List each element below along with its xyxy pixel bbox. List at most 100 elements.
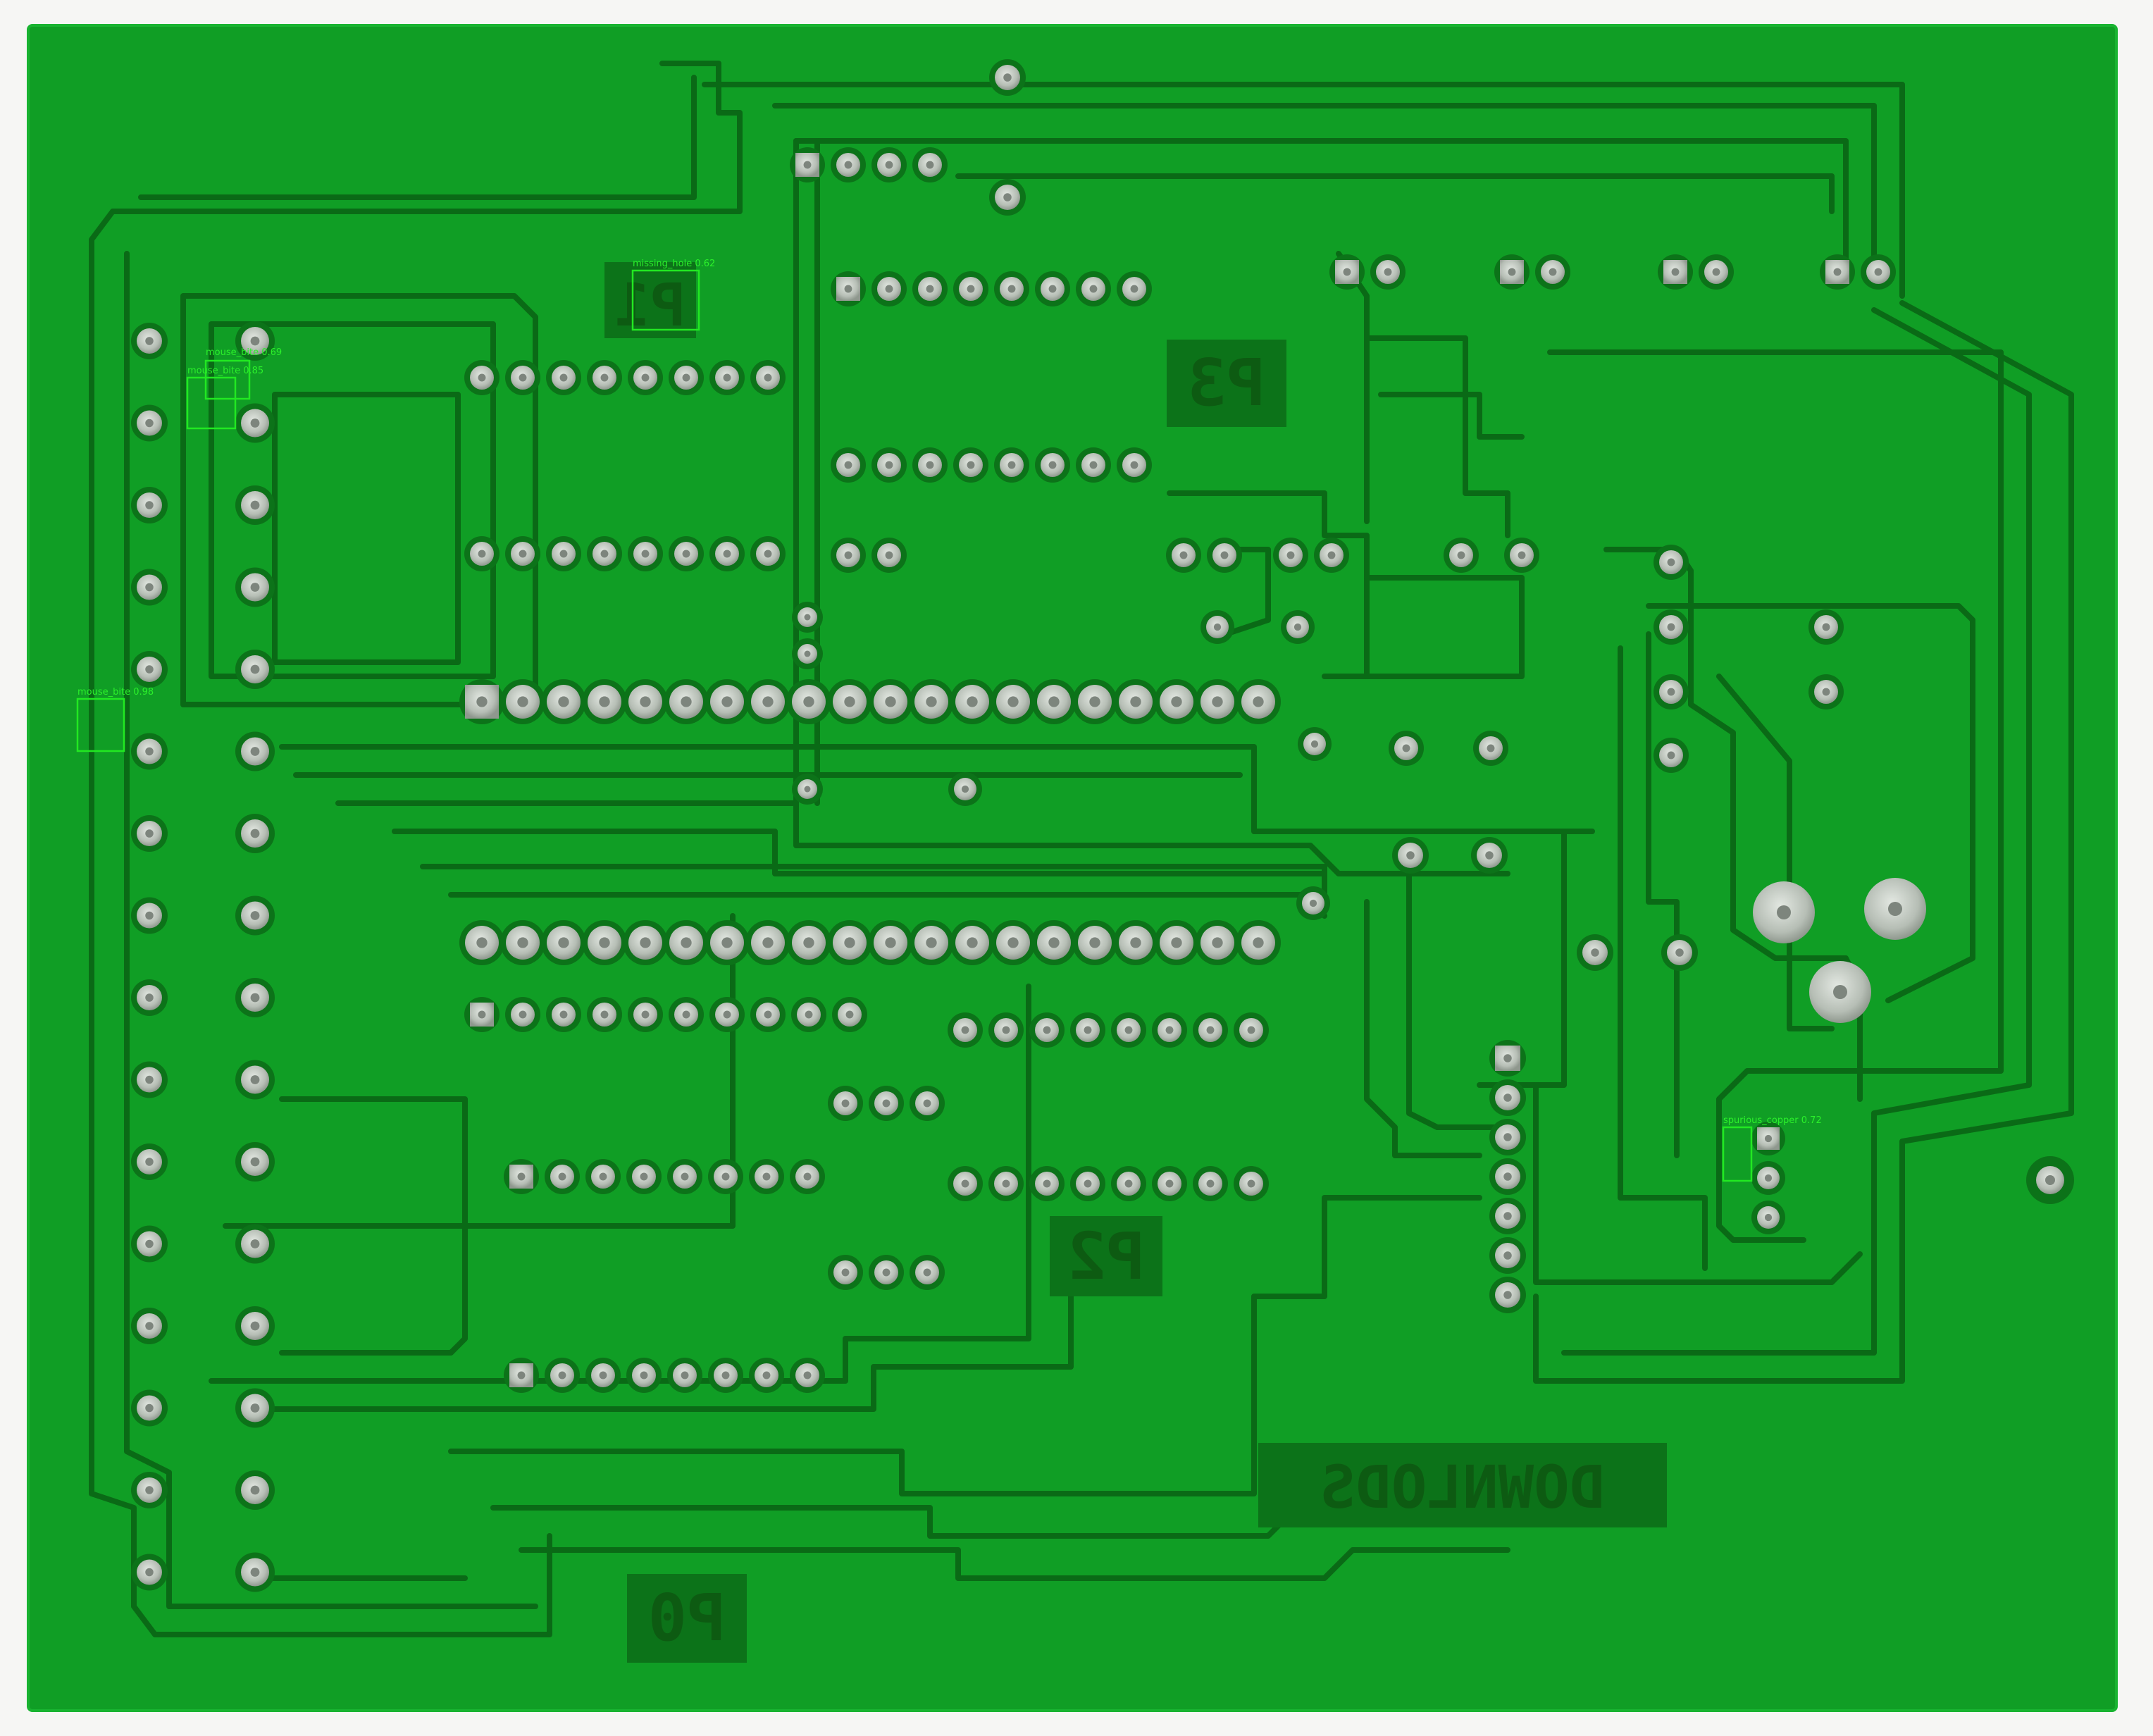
detection-label: mouse_bite 0.98 [77, 687, 154, 698]
solder-pad [994, 271, 1029, 306]
solder-pad [1152, 1166, 1187, 1201]
solder-pad [235, 485, 275, 525]
solder-pad [790, 1159, 825, 1194]
solder-pad [786, 679, 831, 724]
solder-pad [828, 1255, 863, 1290]
solder-pad [1273, 538, 1308, 573]
solder-pad [626, 1159, 662, 1194]
detection-label: mouse_bite 0.69 [206, 347, 282, 358]
solder-pad [1035, 447, 1070, 483]
solder-pad [131, 733, 168, 770]
solder-pad [628, 360, 663, 395]
solder-pad [909, 679, 954, 724]
solder-pad [831, 271, 866, 306]
solder-pad [587, 997, 622, 1032]
solder-pad [1504, 538, 1539, 573]
solder-pad [948, 1012, 983, 1048]
solder-pad [792, 638, 823, 669]
solder-pad [235, 1552, 275, 1592]
solder-pad [791, 997, 826, 1032]
solder-pad [1751, 1201, 1785, 1234]
solder-pad [1489, 1079, 1526, 1116]
solder-pad [705, 920, 750, 965]
pcb-edge-highlight [27, 24, 2118, 1712]
solder-pad [235, 321, 275, 361]
solder-pad [623, 679, 668, 724]
solder-pad [235, 650, 275, 689]
solder-pad [827, 920, 872, 965]
solder-pad [1653, 674, 1689, 709]
solder-pad [628, 997, 663, 1032]
solder-pad [1234, 1012, 1269, 1048]
solder-pad [1166, 538, 1201, 573]
solder-pad [131, 979, 168, 1016]
solder-pad [464, 360, 500, 395]
solder-pad [235, 978, 275, 1017]
solder-pad [709, 997, 745, 1032]
solder-pad [792, 602, 823, 633]
detection-missing-hole[interactable]: missing_hole 0.62 [631, 259, 715, 331]
solder-pad [1471, 837, 1508, 874]
solder-pad [669, 360, 704, 395]
solder-pad [869, 1255, 904, 1290]
solder-pad [868, 920, 913, 965]
label-block-p2 [1050, 1216, 1162, 1296]
solder-pad [235, 403, 275, 443]
solder-pad [1195, 920, 1240, 965]
solder-pad [1808, 674, 1844, 709]
solder-pad [912, 447, 948, 483]
solder-pad [131, 323, 168, 359]
solder-pad [708, 1358, 743, 1393]
detection-spurious-copper[interactable]: spurious_copper 0.72 [1722, 1115, 1822, 1182]
solder-pad [545, 1159, 580, 1194]
solder-pad [786, 920, 831, 965]
solder-pad [235, 1470, 275, 1510]
solder-pad [235, 1142, 275, 1182]
solder-pad [871, 447, 907, 483]
solder-pad [131, 651, 168, 688]
solder-pad [459, 679, 504, 724]
solder-pad [669, 536, 704, 571]
solder-pad [709, 360, 745, 395]
solder-pad [1236, 679, 1281, 724]
solder-pad [1653, 609, 1689, 645]
solder-pad [988, 1166, 1024, 1201]
solder-pad [667, 1358, 702, 1393]
label-p1: P1 [614, 271, 685, 340]
solder-pad [500, 920, 545, 965]
solder-pad [1535, 254, 1570, 290]
solder-pad [1207, 538, 1242, 573]
solder-pad [827, 679, 872, 724]
solder-pad [1193, 1166, 1228, 1201]
solder-pad [909, 920, 954, 965]
solder-pad [1298, 727, 1332, 761]
solder-pad [790, 147, 825, 182]
solder-pad [546, 360, 581, 395]
solder-pad [1296, 886, 1330, 920]
silk-blocks [604, 262, 1667, 1663]
solder-pad [745, 920, 790, 965]
solder-pad [585, 1358, 621, 1393]
solder-pad [1577, 934, 1613, 971]
detection-mouse-bite-2[interactable]: mouse_bite 0.85 [186, 366, 263, 430]
label-p0: P0 [648, 1580, 726, 1656]
detection-mouse-bite-3[interactable]: mouse_bite 0.98 [76, 687, 154, 752]
solder-pad [1489, 1040, 1526, 1077]
solder-pad [541, 920, 586, 965]
solder-pad [705, 679, 750, 724]
solder-pad [1111, 1166, 1146, 1201]
detection-mouse-bite-1[interactable]: mouse_bite 0.69 [204, 347, 282, 400]
solder-pad [587, 360, 622, 395]
solder-pad [910, 1255, 945, 1290]
solder-pad [235, 567, 275, 607]
solder-pad [1489, 1277, 1526, 1313]
solder-pad [505, 360, 540, 395]
solder-pad [989, 59, 1026, 96]
label-p2: P2 [1067, 1219, 1146, 1294]
solder-pad [131, 1061, 168, 1098]
solder-pad [1658, 254, 1693, 290]
solder-pad [871, 147, 907, 182]
solder-pad [541, 679, 586, 724]
solder-pad [1808, 609, 1844, 645]
label-block-brand [1258, 1443, 1667, 1527]
